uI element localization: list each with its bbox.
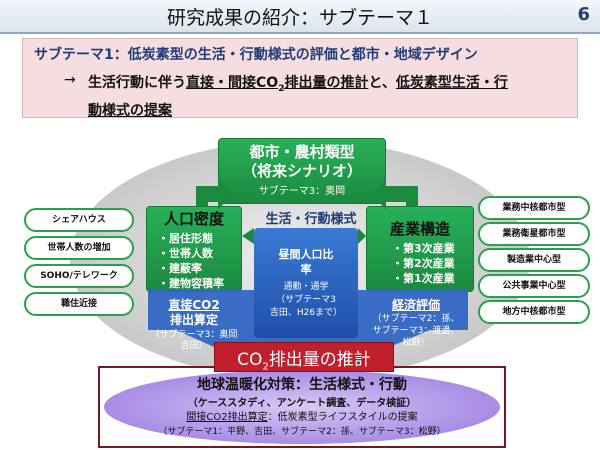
desc-u1-post: 排出量の推計 — [284, 75, 369, 91]
co2-banner-text: CO2排出量の推計 — [214, 345, 394, 372]
population-density-box — [146, 206, 242, 292]
subtheme-description: 生活行動に伴う直接・間接CO2排出量の推計と、低炭素型生活・行動様式の提案 — [88, 72, 568, 122]
city-rural-author: サブテーマ3：奥岡 — [258, 186, 346, 197]
measures-authors: （サブテーマ1：平野、吉田、サブテーマ2：孫、サブテーマ3：松野） — [158, 427, 446, 437]
direct-co2-author-1: （サブテーマ3：奥岡 — [150, 330, 238, 340]
co2-banner-pre: CO — [237, 350, 263, 370]
city-rural-scenario: （将来シナリオ） — [241, 162, 362, 180]
measures-proposal-rest: ：低炭素型ライフスタイルの提案 — [267, 412, 418, 423]
industry-structure-box — [366, 206, 474, 292]
industry-item: ・第2次産業 — [392, 257, 455, 270]
daytime-commute: 通勤・通学 — [283, 282, 329, 292]
pill-regional-core-city: 地方中核都市型 — [478, 300, 590, 324]
direct-co2-title: 直接CO2 — [168, 298, 220, 312]
co2-banner — [214, 342, 394, 372]
daytime-author-1: （サブテーマ3 — [276, 295, 336, 305]
city-rural-title: 都市・農村類型 — [249, 143, 355, 161]
daytime-author-2: 吉田、H26まで） — [269, 308, 343, 318]
measures-proposal-underlined: 間接CO2排出算定 — [186, 412, 268, 423]
industry-item: ・第1次産業 — [392, 272, 455, 285]
economic-author-2: サブテーマ3：渡邊、 — [372, 326, 460, 336]
green-arrow-left-up — [196, 178, 232, 210]
industry-item: ・第3次産業 — [392, 242, 455, 255]
co2-banner-sub: 2 — [262, 361, 269, 373]
arrow-icon: → — [64, 72, 76, 88]
daytime-title-1: 昼間人口比 — [278, 248, 334, 261]
direct-co2-author-2: 吉田） — [180, 341, 208, 351]
daytime-title-2: 率 — [300, 263, 312, 276]
population-item: ・建物容積率 — [158, 277, 224, 290]
co2-banner-post: 排出量の推計 — [268, 350, 371, 370]
green-arrow-right-up — [372, 178, 418, 210]
population-item: ・世帯人数 — [158, 247, 213, 260]
measures-methods: （ケーススタディ、アンケート調査、データ検証） — [187, 398, 417, 409]
pill-share-house: シェアハウス — [24, 208, 134, 232]
pill-business-core-city: 業務中核都市型 — [478, 196, 590, 220]
pill-business-satellite-city: 業務衛星都市型 — [478, 222, 590, 246]
desc-underline-2a: 低炭素型生活・行 — [395, 75, 508, 91]
subtheme-summary-box — [22, 38, 578, 118]
daytime-population-box — [254, 228, 358, 338]
lifestyle-label: 生活・行動様式 — [265, 212, 357, 227]
measures-proposal: 間接CO2排出算定：低炭素型ライフスタイルの提案 — [100, 408, 504, 423]
desc-mid: と、 — [368, 75, 396, 91]
measures-title: 地球温暖化対策：生活様式・行動 — [197, 377, 407, 393]
page-number: 6 — [577, 4, 590, 25]
economic-evaluation-title: 経済評価 — [391, 298, 440, 312]
population-item: ・建蔽率 — [158, 262, 202, 275]
pill-work-residence-proximity: 職住近接 — [24, 292, 134, 316]
pill-household-increase: 世帯人数の増加 — [24, 236, 134, 260]
pill-soho-telework: SOHO/テレワーク — [24, 264, 134, 288]
direct-co2-subtitle: 排出算定 — [169, 313, 218, 327]
economic-author-3: 松野） — [402, 338, 430, 348]
subtheme-title: サブテーマ1：低炭素型の生活・行動様式の評価と都市・地域デザイン — [34, 47, 478, 63]
pill-manufacturing: 製造業中心型 — [478, 248, 590, 272]
desc-u1-text: 直接・間接CO — [186, 75, 279, 91]
population-density-title: 人口密度 — [163, 210, 224, 228]
desc-underline-2b: 動様式の提案 — [88, 102, 172, 119]
city-rural-type-box — [218, 138, 386, 204]
population-item: ・居住形態 — [158, 232, 213, 245]
pill-public-works: 公共事業中心型 — [478, 274, 590, 298]
desc-pre: 生活行動に伴う — [88, 75, 186, 91]
desc-underline-1: 直接・間接CO2排出量の推計 — [186, 75, 369, 94]
economic-author-1: （サブテーマ2：孫、 — [372, 314, 460, 324]
page-title: 研究成果の紹介：サブテーマ１ — [166, 7, 433, 29]
measures-ellipse — [104, 370, 500, 444]
title-bar — [0, 0, 600, 34]
industry-structure-title: 産業構造 — [389, 220, 450, 238]
desc-u1-sub: 2 — [278, 83, 285, 94]
